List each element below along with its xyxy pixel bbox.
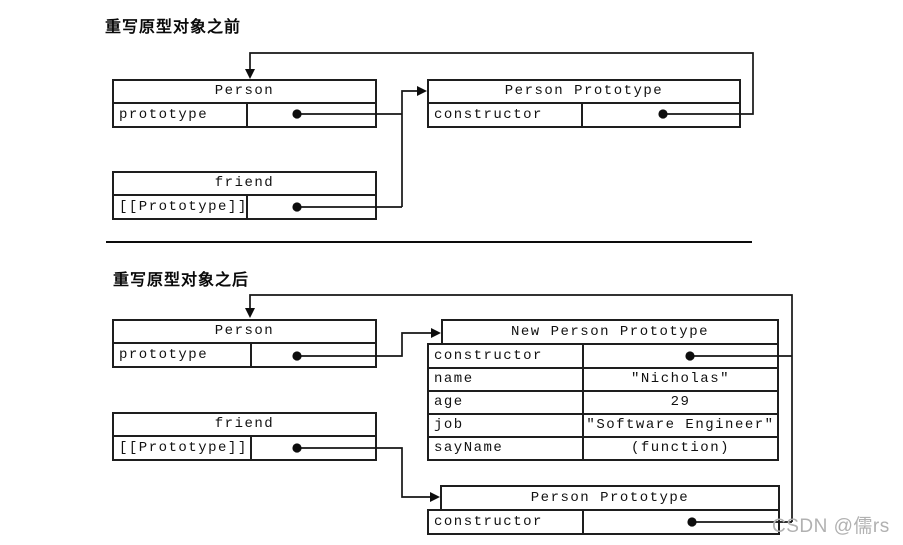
section-title-after: 重写原型对象之后 xyxy=(113,272,250,289)
csdn-watermark: CSDN @儒rs xyxy=(772,516,890,537)
box-title: friend xyxy=(114,414,375,437)
table-row: age 29 xyxy=(429,390,777,413)
before-person-prototype-box: Person Prototype constructor xyxy=(427,79,741,128)
box-title: Person xyxy=(114,81,375,104)
arrow-into-old-person-prototype xyxy=(430,492,440,502)
before-trunk-line xyxy=(401,90,417,207)
row-label: name xyxy=(429,369,584,390)
arrow-into-before-person xyxy=(245,69,255,79)
after-old-prototype-title: Person Prototype xyxy=(440,485,780,511)
row-label: constructor xyxy=(429,104,583,126)
before-person-box: Person prototype xyxy=(112,79,377,128)
row-label: constructor xyxy=(429,511,584,533)
row-label: prototype xyxy=(114,344,252,366)
after-person-box: Person prototype xyxy=(112,319,377,368)
table-row: constructor xyxy=(429,104,739,126)
pointer-cell xyxy=(248,104,375,126)
row-value: 29 xyxy=(670,394,691,410)
pointer-cell xyxy=(583,104,739,126)
table-row: [[Prototype]] xyxy=(114,437,375,459)
pointer-cell xyxy=(248,196,375,218)
section-title-before: 重写原型对象之前 xyxy=(105,19,242,36)
row-label: age xyxy=(429,392,584,413)
box-title: Person Prototype xyxy=(429,81,739,104)
row-label: sayName xyxy=(429,438,584,459)
row-label: [[Prototype]] xyxy=(114,437,252,459)
row-label: constructor xyxy=(429,345,584,367)
arrow-into-after-person xyxy=(245,308,255,318)
section-divider xyxy=(106,241,752,243)
table-row: constructor xyxy=(429,345,777,367)
table-row: [[Prototype]] xyxy=(114,196,375,218)
box-title: friend xyxy=(114,173,375,196)
row-label: job xyxy=(429,415,584,436)
box-title: Person xyxy=(114,321,375,344)
arrow-into-new-person-prototype xyxy=(431,328,441,338)
table-row: prototype xyxy=(114,104,375,126)
after-new-prototype-body: constructor name "Nicholas" age 29 job "… xyxy=(427,343,779,461)
table-row: constructor xyxy=(429,511,778,533)
row-label: [[Prototype]] xyxy=(114,196,248,218)
after-new-prototype-title: New Person Prototype xyxy=(441,319,779,345)
table-row: job "Software Engineer" xyxy=(429,413,777,436)
row-value: (function) xyxy=(630,440,730,456)
table-row: sayName (function) xyxy=(429,436,777,459)
row-value: "Nicholas" xyxy=(630,371,730,387)
after-old-prototype-body: constructor xyxy=(427,509,780,535)
pointer-cell xyxy=(584,511,778,533)
row-value: "Software Engineer" xyxy=(586,417,775,433)
after-friend-box: friend [[Prototype]] xyxy=(112,412,377,461)
row-label: prototype xyxy=(114,104,248,126)
table-row: name "Nicholas" xyxy=(429,367,777,390)
pointer-cell xyxy=(584,345,777,367)
pointer-cell xyxy=(252,344,375,366)
pointer-cell xyxy=(252,437,375,459)
before-friend-box: friend [[Prototype]] xyxy=(112,171,377,220)
table-row: prototype xyxy=(114,344,375,366)
arrow-into-before-person-prototype xyxy=(417,86,427,96)
